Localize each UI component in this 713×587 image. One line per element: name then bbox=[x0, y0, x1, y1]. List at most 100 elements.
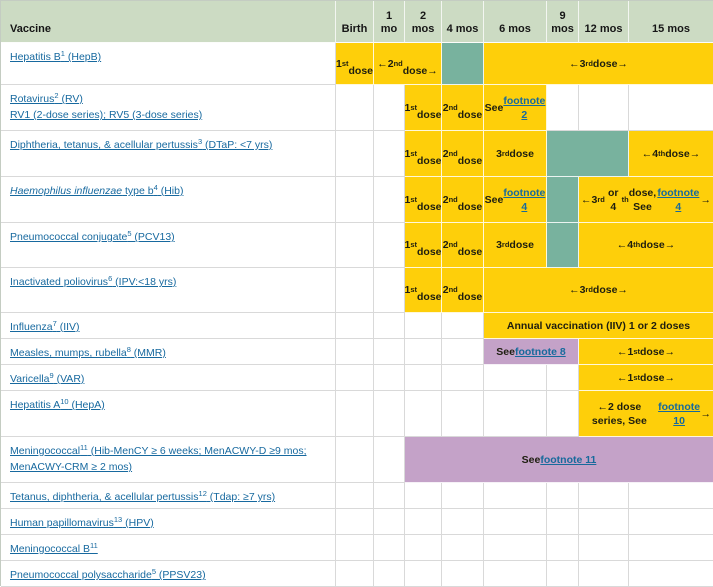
vaccine-cell-var: Varicella9 (VAR) bbox=[1, 365, 336, 391]
empty-cell-dtap-birth bbox=[336, 131, 374, 177]
dose-cell-hepb-4mos bbox=[442, 43, 484, 85]
empty-cell-hpv-12mos bbox=[579, 509, 629, 535]
empty-cell-var-2mos bbox=[405, 365, 442, 391]
empty-cell-tdap-9mos bbox=[547, 483, 579, 509]
empty-cell-menacwy-birth bbox=[336, 437, 374, 483]
dose-cell-hib-12mos: ←3rd or 4th dose,See footnote 4→ bbox=[579, 177, 713, 223]
column-header-12mos: 12 mos bbox=[579, 1, 629, 43]
dose-cell-mmr-6mos: See footnote 8 bbox=[484, 339, 579, 365]
empty-cell-hib-1mo bbox=[374, 177, 405, 223]
footnote-link[interactable]: footnote 2 bbox=[503, 94, 545, 122]
vaccine-cell-ppsv23: Pneumococcal polysaccharide5 (PPSV23) bbox=[1, 561, 336, 587]
vaccine-cell-dtap: Diphtheria, tetanus, & acellular pertuss… bbox=[1, 131, 336, 177]
dose-cell-rv-4mos: 2nddose bbox=[442, 85, 484, 131]
dose-cell-dtap-15mos: ←4th dose→ bbox=[629, 131, 713, 177]
empty-cell-ppsv23-2mos bbox=[405, 561, 442, 587]
empty-cell-rv-birth bbox=[336, 85, 374, 131]
empty-cell-tdap-2mos bbox=[405, 483, 442, 509]
dose-cell-rv-6mos: Seefootnote 2 bbox=[484, 85, 547, 131]
empty-cell-hpv-6mos bbox=[484, 509, 547, 535]
footnote-link[interactable]: footnote 10 bbox=[658, 400, 701, 428]
footnote-link[interactable]: footnote 4 bbox=[656, 186, 700, 214]
empty-cell-menb-birth bbox=[336, 535, 374, 561]
empty-cell-menb-1mo bbox=[374, 535, 405, 561]
empty-cell-hepa-4mos bbox=[442, 391, 484, 437]
empty-cell-menb-2mos bbox=[405, 535, 442, 561]
empty-cell-var-4mos bbox=[442, 365, 484, 391]
vaccine-link-ppsv23[interactable]: Pneumococcal polysaccharide5 (PPSV23) bbox=[10, 569, 206, 581]
empty-cell-menb-9mos bbox=[547, 535, 579, 561]
column-header-2mos: 2mos bbox=[405, 1, 442, 43]
empty-cell-iiv-4mos bbox=[442, 313, 484, 339]
empty-cell-hpv-9mos bbox=[547, 509, 579, 535]
dose-cell-ipv-4mos: 2nddose bbox=[442, 268, 484, 313]
column-header-birth: Birth bbox=[336, 1, 374, 43]
dose-cell-var-12mos: ←1st dose→ bbox=[579, 365, 713, 391]
vaccine-cell-menacwy: Meningococcal11 (Hib-MenCY ≥ 6 weeks; Me… bbox=[1, 437, 336, 483]
vaccine-link-hpv[interactable]: Human papillomavirus13 (HPV) bbox=[10, 517, 154, 529]
vaccine-cell-menb: Meningococcal B11 bbox=[1, 535, 336, 561]
empty-cell-mmr-4mos bbox=[442, 339, 484, 365]
vaccine-link-var[interactable]: Varicella9 (VAR) bbox=[10, 373, 84, 385]
vaccine-link-tdap[interactable]: Tetanus, diphtheria, & acellular pertuss… bbox=[10, 491, 275, 503]
dose-cell-dtap-9mos bbox=[547, 131, 629, 177]
empty-cell-hepa-1mo bbox=[374, 391, 405, 437]
dose-cell-hib-4mos: 2nddose bbox=[442, 177, 484, 223]
dose-cell-ipv-2mos: 1stdose bbox=[405, 268, 442, 313]
empty-cell-var-1mo bbox=[374, 365, 405, 391]
dose-cell-hepb-1mo: ←2nddose→ bbox=[374, 43, 442, 85]
dose-cell-hepb-6mos: ←3rd dose→ bbox=[484, 43, 713, 85]
dose-cell-hib-6mos: Seefootnote 4 bbox=[484, 177, 547, 223]
empty-cell-hepa-6mos bbox=[484, 391, 547, 437]
empty-cell-hpv-2mos bbox=[405, 509, 442, 535]
empty-cell-menb-4mos bbox=[442, 535, 484, 561]
empty-cell-ppsv23-1mo bbox=[374, 561, 405, 587]
dose-cell-pcv13-9mos bbox=[547, 223, 579, 268]
empty-cell-dtap-1mo bbox=[374, 131, 405, 177]
footnote-link[interactable]: footnote 11 bbox=[540, 453, 596, 467]
empty-cell-ppsv23-9mos bbox=[547, 561, 579, 587]
vaccine-cell-hib: Haemophilus influenzae type b4 (Hib) bbox=[1, 177, 336, 223]
column-header-15mos: 15 mos bbox=[629, 1, 713, 43]
vaccine-link-rv[interactable]: Rotavirus2 (RV)RV1 (2-dose series); RV5 … bbox=[10, 93, 202, 121]
vaccine-cell-tdap: Tetanus, diphtheria, & acellular pertuss… bbox=[1, 483, 336, 509]
vaccine-link-dtap[interactable]: Diphtheria, tetanus, & acellular pertuss… bbox=[10, 139, 272, 151]
vaccine-link-hepb[interactable]: Hepatitis B1 (HepB) bbox=[10, 51, 101, 63]
empty-cell-rv-1mo bbox=[374, 85, 405, 131]
vaccine-cell-rv: Rotavirus2 (RV)RV1 (2-dose series); RV5 … bbox=[1, 85, 336, 131]
empty-cell-tdap-6mos bbox=[484, 483, 547, 509]
vaccine-cell-pcv13: Pneumococcal conjugate5 (PCV13) bbox=[1, 223, 336, 268]
empty-cell-menb-15mos bbox=[629, 535, 713, 561]
empty-cell-tdap-birth bbox=[336, 483, 374, 509]
vaccine-link-hib[interactable]: Haemophilus influenzae type b4 (Hib) bbox=[10, 185, 183, 197]
vaccine-link-menacwy[interactable]: Meningococcal11 (Hib-MenCY ≥ 6 weeks; Me… bbox=[10, 445, 307, 473]
empty-cell-menb-6mos bbox=[484, 535, 547, 561]
empty-cell-ipv-1mo bbox=[374, 268, 405, 313]
vaccine-link-iiv[interactable]: Influenza7 (IIV) bbox=[10, 321, 80, 333]
vaccine-cell-hpv: Human papillomavirus13 (HPV) bbox=[1, 509, 336, 535]
empty-cell-mmr-birth bbox=[336, 339, 374, 365]
empty-cell-hpv-1mo bbox=[374, 509, 405, 535]
vaccine-link-hepa[interactable]: Hepatitis A10 (HepA) bbox=[10, 399, 105, 411]
empty-cell-hpv-birth bbox=[336, 509, 374, 535]
dose-cell-dtap-2mos: 1stdose bbox=[405, 131, 442, 177]
vaccine-cell-hepb: Hepatitis B1 (HepB) bbox=[1, 43, 336, 85]
footnote-link[interactable]: footnote 4 bbox=[503, 186, 545, 214]
empty-cell-var-6mos bbox=[484, 365, 547, 391]
empty-cell-iiv-birth bbox=[336, 313, 374, 339]
empty-cell-mmr-2mos bbox=[405, 339, 442, 365]
dose-cell-iiv-6mos: Annual vaccination (IIV) 1 or 2 doses bbox=[484, 313, 713, 339]
vaccine-link-menb[interactable]: Meningococcal B11 bbox=[10, 543, 98, 555]
dose-cell-ipv-6mos: ←3rd dose→ bbox=[484, 268, 713, 313]
vaccine-cell-hepa: Hepatitis A10 (HepA) bbox=[1, 391, 336, 437]
empty-cell-ppsv23-birth bbox=[336, 561, 374, 587]
empty-cell-menacwy-1mo bbox=[374, 437, 405, 483]
vaccine-link-pcv13[interactable]: Pneumococcal conjugate5 (PCV13) bbox=[10, 231, 175, 243]
vaccine-link-mmr[interactable]: Measles, mumps, rubella8 (MMR) bbox=[10, 347, 166, 359]
vaccine-link-ipv[interactable]: Inactivated poliovirus6 (IPV:<18 yrs) bbox=[10, 276, 176, 288]
empty-cell-tdap-4mos bbox=[442, 483, 484, 509]
empty-cell-ppsv23-12mos bbox=[579, 561, 629, 587]
dose-cell-pcv13-6mos: 3rd dose bbox=[484, 223, 547, 268]
column-header-vaccine: Vaccine bbox=[1, 1, 336, 43]
footnote-link[interactable]: footnote 8 bbox=[515, 345, 566, 359]
